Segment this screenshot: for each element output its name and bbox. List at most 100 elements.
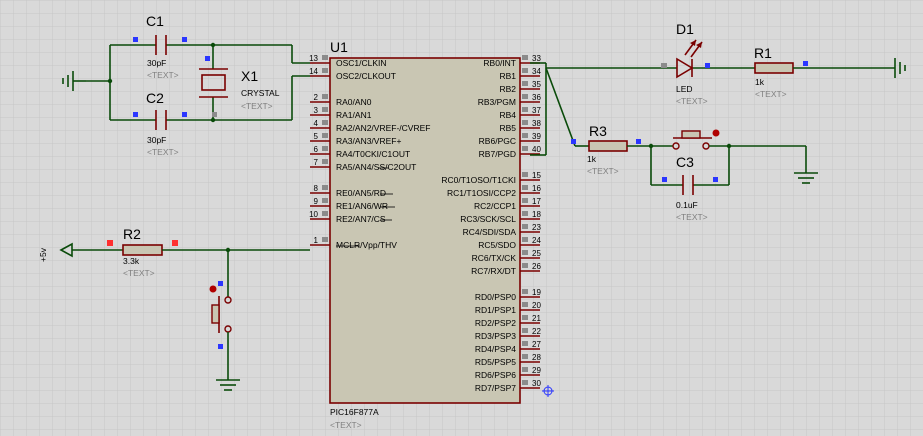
pin-number: 28 [532, 353, 541, 362]
pin-number: 1 [314, 236, 319, 245]
c3-pin-marker [662, 177, 667, 182]
ground-symbol-c3[interactable] [794, 172, 818, 184]
pin-marker [522, 328, 528, 333]
x1-pin-marker [205, 56, 210, 61]
c3-ref-label: C3 [676, 154, 694, 170]
ground-symbol-reset[interactable] [216, 379, 240, 391]
pin-marker [322, 211, 328, 216]
pin-marker [522, 133, 528, 138]
pin-name: RB1 [499, 71, 516, 81]
d1-pin-marker [661, 63, 667, 68]
pin-number: 16 [532, 184, 541, 193]
pin-name: RD5/PSP5 [475, 357, 516, 367]
reset-switch-pin-marker [218, 281, 223, 286]
pin-marker [522, 211, 528, 216]
pin-number: 17 [532, 197, 541, 206]
pin-name: RA1/AN1 [336, 110, 372, 120]
r3-text-label: <TEXT> [587, 166, 619, 176]
switch-state-indicator[interactable] [712, 129, 720, 137]
pin-name: RD7/PSP7 [475, 383, 516, 393]
pin-marker [522, 146, 528, 151]
u1-pin-34[interactable]: 34 RB1 [499, 67, 541, 81]
u1-pin-36[interactable]: 36 RB3/PGM [478, 93, 542, 107]
r1-text-label: <TEXT> [755, 89, 787, 99]
c2-capacitor[interactable] [133, 110, 187, 130]
push-button-switch[interactable] [672, 129, 720, 150]
reset-push-button[interactable] [209, 281, 232, 349]
u1-pin-7[interactable]: 7 RA5/AN4/SS/C2OUT [310, 158, 416, 172]
pin-number: 25 [532, 249, 541, 258]
u1-text-label: <TEXT> [330, 420, 362, 430]
x1-pin-marker-bottom [212, 112, 217, 117]
u1-pin-23[interactable]: 23 RC4/SDI/SDA [463, 223, 542, 237]
pin-name: RA5/AN4/SS/C2OUT [336, 162, 416, 172]
pin-number: 36 [532, 93, 541, 102]
button-branch[interactable]: R3 1k <TEXT> C3 0.1uF <TEXT> [530, 67, 818, 222]
pin-number: 34 [532, 67, 541, 76]
reset-switch-state-indicator[interactable] [209, 285, 217, 293]
x1-crystal[interactable] [199, 42, 228, 123]
pin-number: 7 [314, 158, 319, 167]
pin-name: RB3/PGM [478, 97, 516, 107]
pin-name: RB2 [499, 84, 516, 94]
pin-name: RD2/PSP2 [475, 318, 516, 328]
r3-pin-marker [571, 139, 576, 144]
pin-number: 13 [309, 54, 318, 63]
r3-pin-marker-right [636, 139, 641, 144]
led-branch[interactable]: D1 LED <TEXT> R1 1k <TEXT> [530, 21, 906, 106]
oscillator-circuit[interactable]: C1 30pF <TEXT> C2 30pF <TEXT> X1 CRYSTA [62, 13, 310, 157]
reset-circuit[interactable]: +5v R2 3.3k <TEXT> [38, 226, 310, 391]
pin-name: RA0/AN0 [336, 97, 372, 107]
pin-name: RD3/PSP3 [475, 331, 516, 341]
pin-number: 5 [314, 132, 319, 141]
d1-led[interactable] [661, 39, 710, 79]
u1-pin-28[interactable]: 28 RD5/PSP5 [475, 353, 542, 367]
ground-symbol-right[interactable] [894, 58, 906, 78]
pin-name: RC4/SDI/SDA [463, 227, 517, 237]
pin-marker [522, 302, 528, 307]
pin-30-probe-icon[interactable] [542, 385, 554, 397]
c1-capacitor[interactable] [133, 35, 187, 55]
d1-value-label: LED [676, 84, 693, 94]
c3-value-label: 0.1uF [676, 200, 698, 210]
pin-number: 10 [309, 210, 318, 219]
pin-number: 23 [532, 223, 541, 232]
c3-capacitor[interactable] [662, 175, 718, 195]
ground-symbol-left[interactable] [62, 71, 110, 91]
pin-marker [322, 133, 328, 138]
c1-value-label: 30pF [147, 58, 166, 68]
